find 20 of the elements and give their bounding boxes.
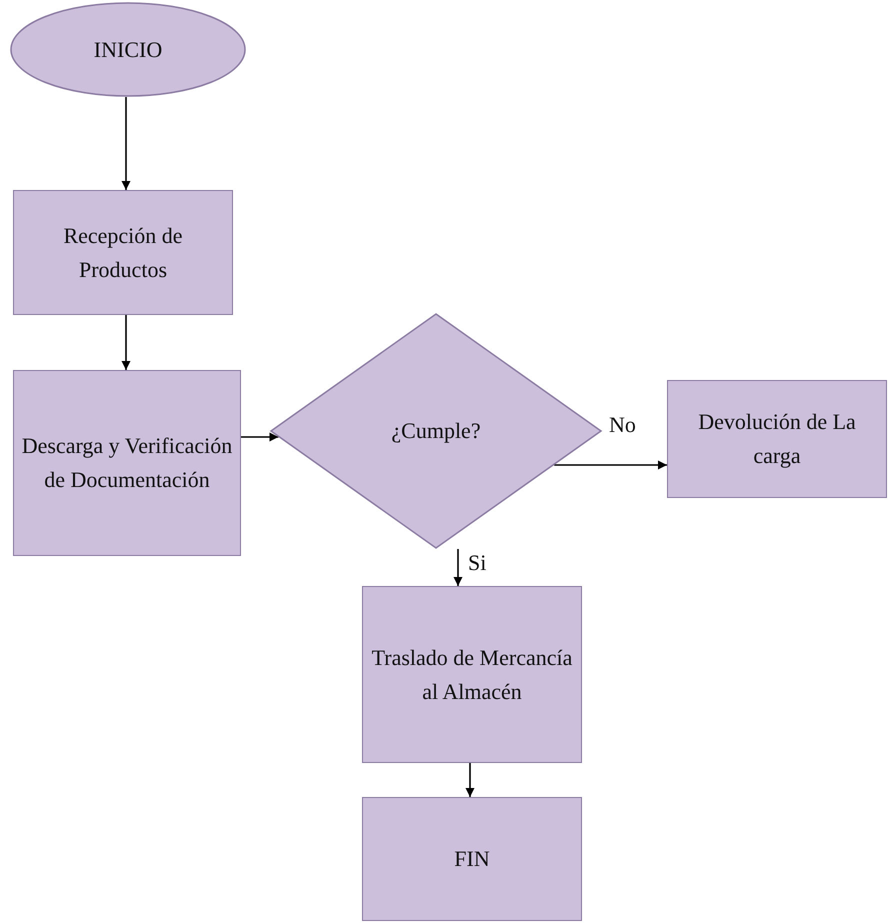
node-label: Recepción de Productos: [62, 221, 184, 284]
node-label: FIN: [454, 844, 490, 873]
arrow: [122, 97, 130, 190]
node-label: Devolución de La carga: [697, 408, 857, 470]
decision-diamond: [270, 313, 602, 549]
node-label: INICIO: [94, 35, 162, 64]
arrow: [122, 315, 130, 370]
process-box: [13, 190, 233, 315]
start-ellipse: [10, 2, 246, 97]
node-label: Descarga y Verificación de Documentación: [20, 432, 234, 494]
process-box: [13, 370, 241, 556]
process-box: [362, 797, 582, 921]
process-box: [362, 586, 582, 763]
node-label: Traslado de Mercancía al Almacén: [370, 643, 574, 706]
process-box: [667, 380, 887, 498]
node-label: ¿Cumple?: [391, 416, 481, 445]
arrow: [466, 763, 474, 797]
arrow: [454, 549, 462, 586]
arrow: [241, 432, 278, 442]
arrow: [554, 460, 667, 470]
